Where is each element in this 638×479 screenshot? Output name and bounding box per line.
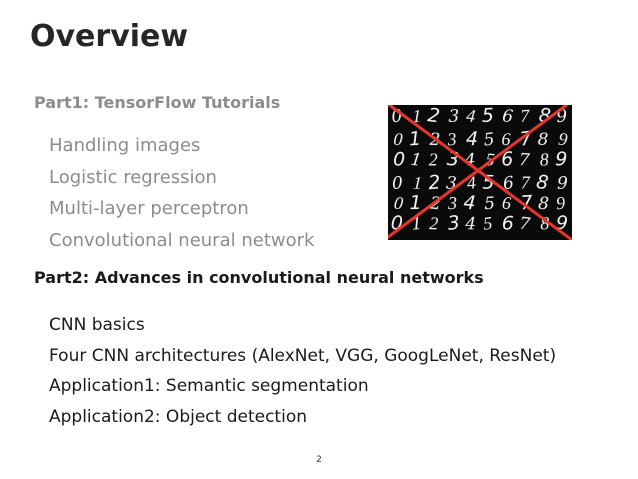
digit-glyph: 8	[538, 105, 552, 127]
part1-heading: Part1: TensorFlow Tutorials	[34, 93, 281, 112]
digit-glyph: 3	[447, 193, 458, 213]
digit-glyph: 5	[485, 149, 496, 170]
digit-glyph: 8	[535, 171, 550, 194]
digit-glyph: 7	[518, 150, 530, 171]
digit-glyph: 7	[518, 214, 531, 235]
digit-glyph: 6	[501, 129, 510, 149]
digit-glyph: 5	[483, 130, 496, 151]
digit-glyph: 1	[408, 128, 422, 151]
digit-glyph: 4	[466, 128, 479, 150]
digit-glyph: 7	[521, 173, 531, 193]
part1-item: Handling images	[49, 135, 201, 156]
digit-glyph: 0	[391, 173, 403, 194]
digit-glyph: 1	[409, 150, 422, 171]
digit-glyph: 3	[446, 174, 458, 194]
part1-item: Convolutional neural network	[49, 229, 315, 251]
digit-glyph: 0	[393, 193, 404, 214]
digit-glyph: 8	[538, 194, 550, 215]
digit-glyph: 3	[447, 212, 461, 235]
mnist-digits-image: 0123456789012345678901234567890123456789…	[388, 105, 572, 240]
digit-glyph: 4	[466, 172, 477, 193]
cross-out-line	[388, 105, 570, 239]
part2-list: CNN basics Four CNN architectures (AlexN…	[49, 310, 556, 432]
digit-glyph: 2	[426, 105, 441, 127]
digit-glyph: 8	[538, 130, 549, 150]
digit-glyph: 0	[393, 129, 403, 150]
part1-list: Handling images Logistic regression Mult…	[49, 130, 314, 256]
digit-glyph: 3	[446, 129, 458, 150]
digit-glyph: 4	[465, 105, 476, 126]
digit-glyph: 5	[484, 194, 496, 215]
part2-item: Application1: Semantic segmentation	[49, 376, 369, 396]
part2-item: Application2: Object detection	[49, 406, 307, 427]
part2-heading: Part2: Advances in convolutional neural …	[34, 268, 484, 287]
digit-glyph: 4	[463, 192, 477, 215]
part1-item: Logistic regression	[49, 166, 217, 188]
digit-glyph: 2	[427, 171, 441, 194]
digit-glyph: 8	[539, 149, 549, 170]
digit-glyph: 9	[557, 174, 568, 194]
digit-glyph: 1	[412, 106, 421, 126]
digit-glyph: 6	[502, 212, 514, 234]
digit-glyph: 5	[482, 213, 493, 234]
digit-glyph: 9	[555, 148, 568, 171]
digit-glyph: 0	[393, 148, 405, 170]
digit-glyph: 9	[557, 129, 568, 150]
digit-glyph: 9	[555, 193, 566, 214]
digit-glyph: 6	[501, 193, 511, 214]
digit-glyph: 3	[448, 107, 459, 127]
digit-glyph: 2	[429, 149, 438, 169]
digit-glyph: 8	[540, 213, 549, 233]
digit-glyph: 6	[501, 106, 514, 127]
part1-item: Multi-layer perceptron	[49, 198, 249, 219]
digit-glyph: 1	[412, 172, 422, 192]
part2-item: CNN basics	[49, 315, 145, 335]
part2-item: Four CNN architectures (AlexNet, VGG, Go…	[49, 345, 557, 366]
slide-title: Overview	[30, 19, 189, 54]
digit-glyph: 5	[481, 105, 494, 127]
digit-glyph: 1	[409, 192, 421, 214]
digit-glyph: 7	[520, 106, 531, 126]
digit-glyph: 2	[429, 213, 439, 233]
digit-glyph: 6	[501, 148, 514, 171]
digit-glyph: 4	[464, 214, 476, 234]
page-number: 2	[316, 455, 322, 465]
